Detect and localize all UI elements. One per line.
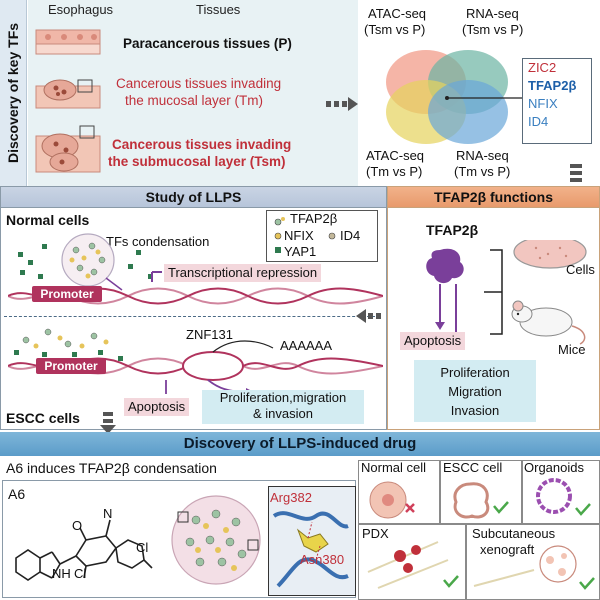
tf-zic2: ZIC2 bbox=[528, 60, 557, 75]
apoptosis-function-label: Apoptosis bbox=[400, 332, 466, 350]
venn-label-br-1: RNA-seq bbox=[456, 148, 509, 163]
poly-a-label: AAAAAA bbox=[280, 338, 333, 353]
repression-bar-icon bbox=[151, 271, 162, 282]
legend-yap1: YAP1 bbox=[284, 244, 317, 259]
venn-label-tr-1: RNA-seq bbox=[466, 6, 519, 21]
mol-o-label: O bbox=[72, 518, 83, 533]
arg382-label: Arg382 bbox=[270, 490, 312, 505]
tf-legend-icons bbox=[274, 217, 336, 253]
tissue-tm-label-1: Cancerous tissues invading bbox=[116, 76, 282, 91]
proliferation-box: Proliferation,migration & invasion bbox=[202, 390, 364, 424]
outcome-proliferation: Proliferation bbox=[440, 365, 510, 380]
venn-label-tl-1: ATAC-seq bbox=[368, 6, 427, 21]
llps-divider bbox=[4, 316, 380, 317]
venn-label-br-2: (Tm vs P) bbox=[454, 164, 511, 179]
tfs-condensation-label: TFs condensation bbox=[106, 234, 210, 249]
side-title-text: Discovery of key TFs bbox=[5, 22, 21, 164]
outcome-invasion: Invasion bbox=[450, 403, 500, 418]
tissues-header: Tissues bbox=[196, 2, 241, 17]
a6-condensate-illustration bbox=[171, 495, 261, 585]
legend-tfap2b: TFAP2β bbox=[290, 211, 338, 226]
check-icon-xenograft bbox=[579, 577, 595, 590]
functions-header: TFAP2β functions bbox=[387, 186, 600, 208]
venn-label-bl-2: (Tm vs P) bbox=[366, 164, 423, 179]
proliferation-line1: Proliferation,migration bbox=[219, 390, 347, 405]
mol-n-label: N bbox=[103, 506, 113, 521]
transcriptional-repression-label: Transcriptional repression bbox=[164, 264, 322, 282]
legend-nfix: NFIX bbox=[284, 228, 314, 243]
escc-cell-label: ESCC cell bbox=[443, 460, 503, 475]
key-tfs-side-title: Discovery of key TFs bbox=[0, 0, 27, 186]
cross-icon bbox=[405, 503, 415, 513]
mol-cl-label-1: Cl bbox=[74, 566, 87, 581]
check-icon-organoids bbox=[575, 503, 591, 516]
dashed-arrow-right-icon bbox=[326, 97, 358, 111]
venn-label-tl-2: (Tsm vs P) bbox=[364, 22, 426, 37]
apoptosis-llps-label: Apoptosis bbox=[124, 398, 190, 416]
subcutaneous-label-1: Subcutaneous bbox=[472, 526, 556, 541]
llps-header: Study of LLPS bbox=[0, 186, 387, 208]
venn-diagram bbox=[386, 50, 522, 144]
a6-label: A6 bbox=[8, 486, 26, 502]
tissue-p-label: Paracancerous tissues (P) bbox=[123, 36, 292, 51]
znf131-label: ZNF131 bbox=[186, 327, 233, 342]
check-icon-escc bbox=[493, 501, 509, 514]
venn-circle-br bbox=[428, 80, 508, 144]
venn-label-tr-2: (Tsm vs P) bbox=[462, 22, 524, 37]
tf-id4: ID4 bbox=[528, 114, 549, 129]
organoids-label: Organoids bbox=[524, 460, 584, 475]
promoter-lower: Promoter bbox=[36, 358, 106, 374]
subcutaneous-label-2: xenograft bbox=[480, 542, 535, 557]
asn380-label: Asn380 bbox=[300, 552, 345, 567]
dashed-arrow-down-icon bbox=[570, 164, 582, 182]
functions-illustration bbox=[426, 240, 587, 345]
tfap2b-protein-icon bbox=[426, 248, 464, 284]
tissue-tsm-label-1: Cancerous tissues invading bbox=[112, 137, 292, 152]
drug-header: Discovery of LLPS-induced drug bbox=[0, 432, 600, 456]
mouse-icon bbox=[511, 300, 586, 345]
mice-label: Mice bbox=[558, 342, 586, 357]
outcome-migration: Migration bbox=[448, 384, 502, 399]
tfap2b-function-label: TFAP2β bbox=[426, 222, 479, 238]
tissue-tsm-label-2: the submucosal layer (Tsm) bbox=[108, 154, 286, 169]
pdx-result bbox=[358, 524, 466, 600]
outcomes-box: Proliferation Migration Invasion bbox=[414, 360, 536, 422]
promoter-upper: Promoter bbox=[32, 286, 102, 302]
a6-subtitle: A6 induces TFAP2β condensation bbox=[6, 460, 217, 476]
proliferation-line2: & invasion bbox=[253, 406, 313, 421]
tissue-p-illustration bbox=[35, 29, 101, 55]
arrow-down-icon bbox=[100, 412, 116, 434]
check-icon-pdx bbox=[443, 575, 459, 588]
tissue-tsm-illustration bbox=[35, 125, 101, 173]
tf-tfap2b: TFAP2β bbox=[528, 78, 577, 93]
binding-pocket-illustration bbox=[272, 511, 349, 588]
escc-cells-label: ESCC cells bbox=[6, 410, 80, 426]
tissue-tm-label-2: the mucosal layer (Tm) bbox=[125, 93, 264, 108]
key-tf-list: ZIC2 TFAP2β NFIX ID4 bbox=[522, 58, 592, 144]
mol-nh-label: NH bbox=[52, 566, 71, 581]
mol-cl-label-2: Cl bbox=[136, 540, 149, 555]
dashed-arrow-left-icon bbox=[356, 309, 381, 323]
normal-cell-label: Normal cell bbox=[361, 460, 427, 475]
tissue-tm-illustration bbox=[35, 79, 101, 109]
cells-label: Cells bbox=[566, 262, 595, 277]
tf-nfix: NFIX bbox=[528, 96, 558, 111]
pdx-label: PDX bbox=[362, 526, 389, 541]
petri-dish-icon bbox=[513, 240, 587, 269]
result-illustrations bbox=[367, 478, 595, 590]
escc-illustration bbox=[8, 328, 383, 394]
esophagus-header: Esophagus bbox=[48, 2, 114, 17]
venn-label-bl-1: ATAC-seq bbox=[366, 148, 425, 163]
normal-cells-label: Normal cells bbox=[6, 212, 90, 228]
legend-id4: ID4 bbox=[340, 228, 361, 243]
tissue-illustrations bbox=[35, 29, 101, 173]
a6-molecule-structure bbox=[15, 519, 153, 581]
